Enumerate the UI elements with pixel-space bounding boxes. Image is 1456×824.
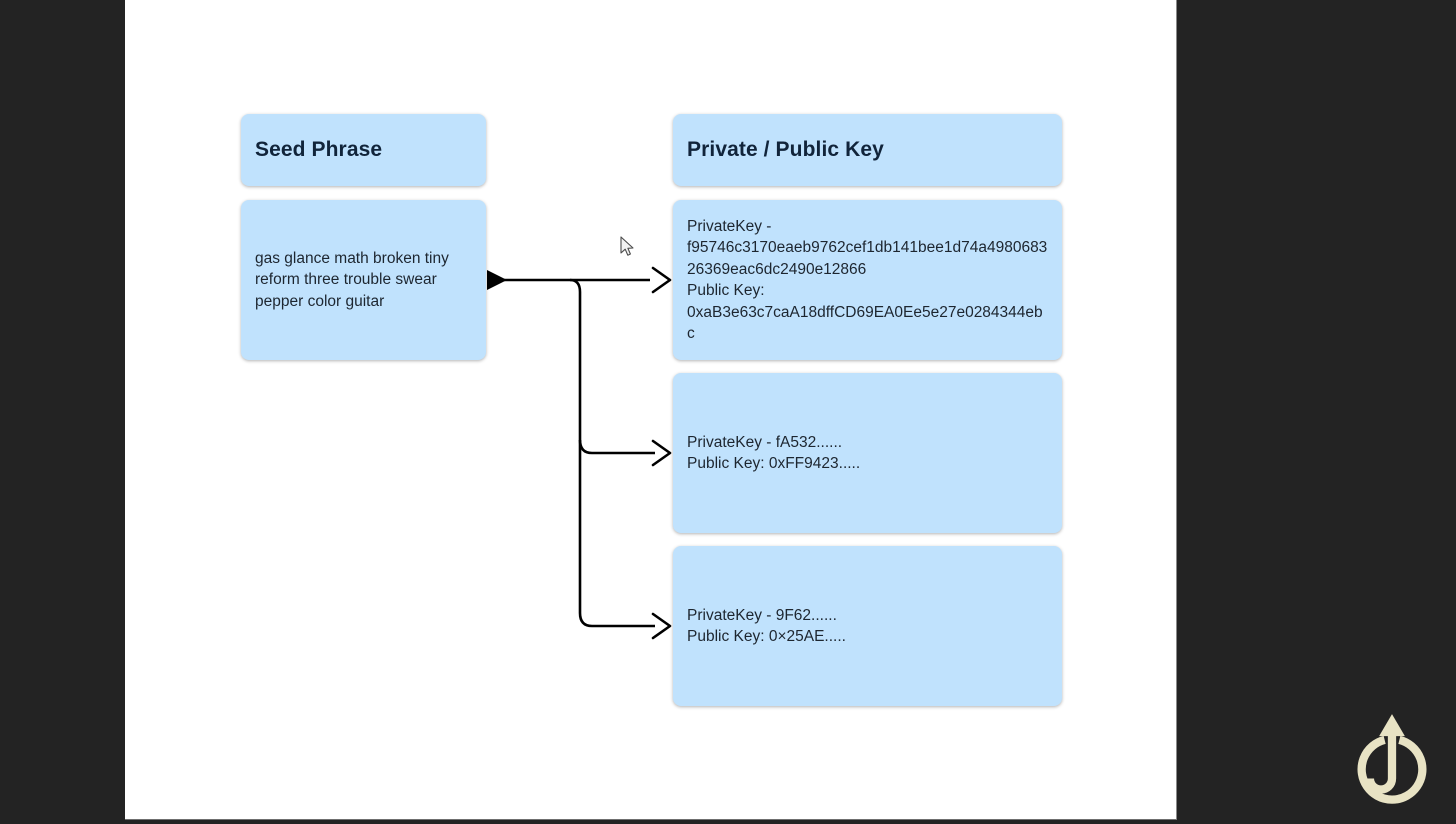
card-key-1[interactable]: PrivateKey - f95746c3170eaeb9762cef1db14… xyxy=(673,200,1062,360)
seed-phrase-header-label: Seed Phrase xyxy=(255,138,383,161)
card-seed-phrase[interactable]: gas glance math broken tiny reform three… xyxy=(241,200,486,360)
arrowhead-key-2 xyxy=(651,439,672,467)
source-triangle-marker xyxy=(487,270,507,290)
card-key-2[interactable]: PrivateKey - fA532...... Public Key: 0xF… xyxy=(673,373,1062,533)
circle-hook-arrow-logo-icon xyxy=(1357,714,1427,804)
key-1-text: PrivateKey - f95746c3170eaeb9762cef1db14… xyxy=(687,217,1048,343)
arrowhead-key-1 xyxy=(651,266,672,294)
column-header-seed-phrase[interactable]: Seed Phrase xyxy=(241,114,486,186)
key-3-text: PrivateKey - 9F62...... Public Key: 0×25… xyxy=(687,606,846,646)
private-public-key-header-label: Private / Public Key xyxy=(687,138,884,161)
arrowhead-key-3 xyxy=(651,612,672,640)
key-2-text: PrivateKey - fA532...... Public Key: 0xF… xyxy=(687,433,861,473)
slide-canvas[interactable]: Seed Phrase gas glance math broken tiny … xyxy=(125,0,1177,820)
connector-vertical xyxy=(569,278,655,455)
connector-vertical-2 xyxy=(578,440,655,628)
card-key-3[interactable]: PrivateKey - 9F62...... Public Key: 0×25… xyxy=(673,546,1062,706)
column-header-private-public-key[interactable]: Private / Public Key xyxy=(673,114,1062,186)
seed-phrase-text: gas glance math broken tiny reform three… xyxy=(255,249,449,310)
